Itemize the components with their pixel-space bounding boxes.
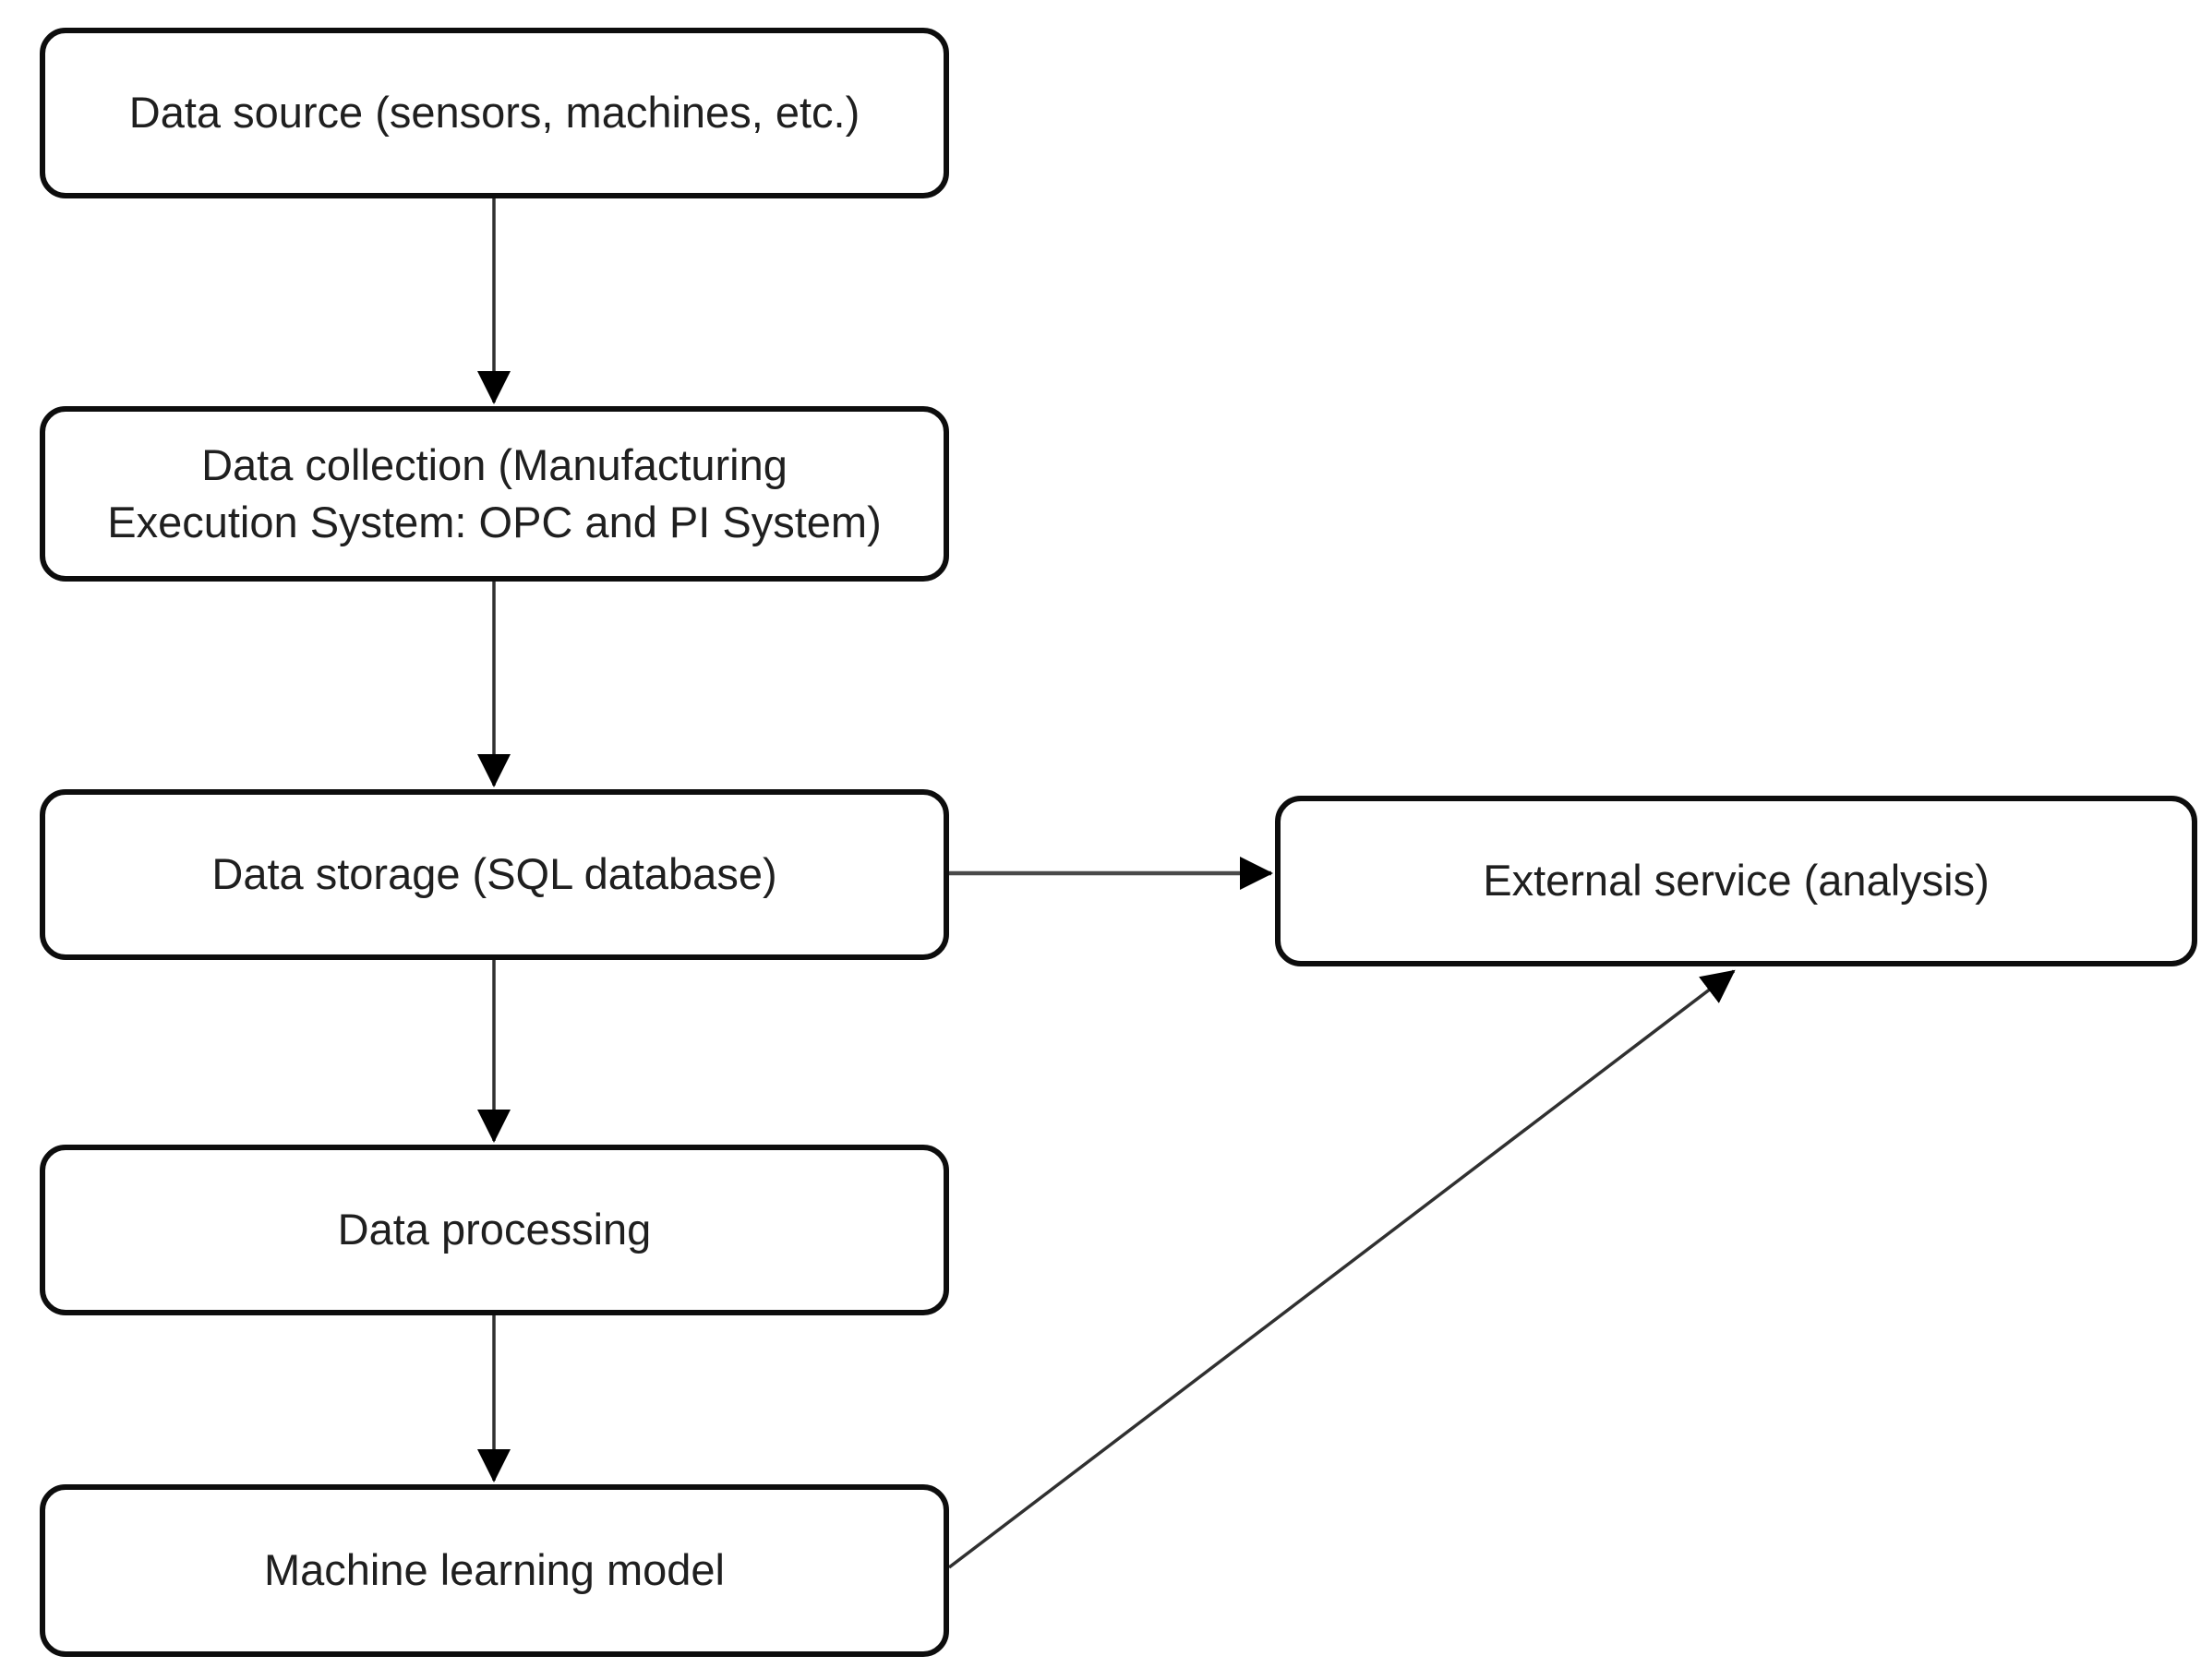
node-data-collection: Data collection (Manufacturing Execution…: [40, 406, 949, 582]
node-external-service-label: External service (analysis): [1483, 856, 1990, 906]
edge-arrow-machine-learning-model-to-external-service: [947, 969, 1736, 1569]
node-data-processing: Data processing: [40, 1145, 949, 1315]
node-data-storage: Data storage (SQL database): [40, 789, 949, 960]
node-data-storage-label: Data storage (SQL database): [211, 849, 777, 899]
node-data-collection-label: Data collection (Manufacturing Execution…: [107, 439, 882, 546]
node-data-processing-label: Data processing: [337, 1205, 652, 1254]
node-data-source: Data source (sensors, machines, etc.): [40, 28, 949, 198]
node-data-source-label: Data source (sensors, machines, etc.): [128, 88, 860, 138]
node-external-service: External service (analysis): [1275, 796, 2197, 966]
node-machine-learning-model: Machine learning model: [40, 1484, 949, 1657]
node-machine-learning-model-label: Machine learning model: [263, 1545, 725, 1595]
